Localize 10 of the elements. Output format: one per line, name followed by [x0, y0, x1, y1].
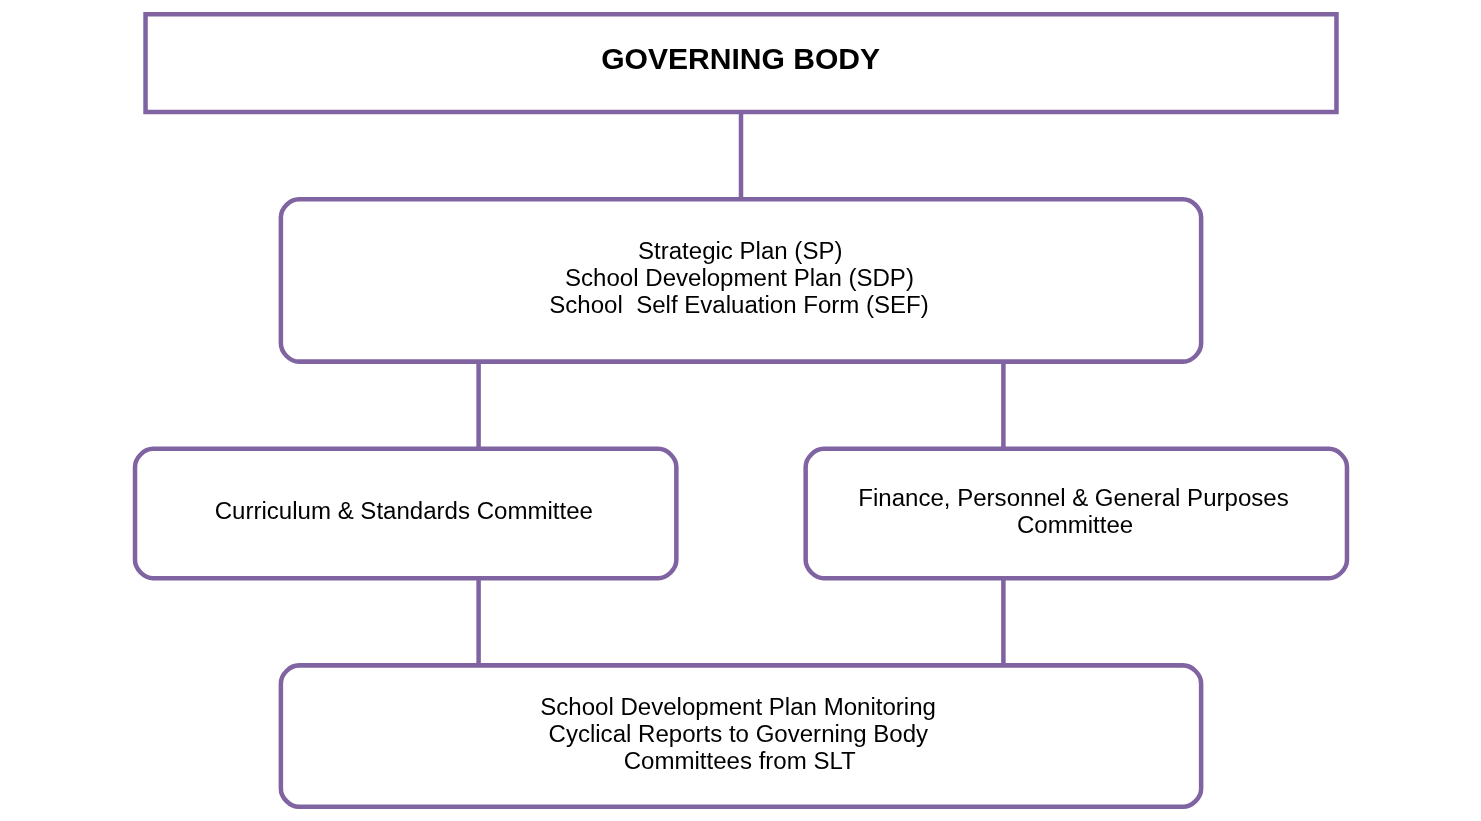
connector	[1000, 361, 1006, 449]
node-box: GOVERNING BODY	[142, 12, 1339, 115]
node-box: Curriculum & Standards Committee	[132, 446, 679, 581]
connector	[1000, 578, 1006, 666]
node-box: Strategic Plan (SP) School Development Plan (SDP) School Self Evaluation Form (SEF)	[278, 196, 1203, 364]
connector	[475, 361, 481, 449]
node-box: Finance, Personnel & General Purposes Committee	[802, 446, 1349, 581]
connector	[475, 578, 481, 666]
connector	[738, 112, 743, 199]
node-box: School Development Plan Monitoring Cyclical Reports to Governing Body Committees from SLT	[278, 663, 1203, 809]
